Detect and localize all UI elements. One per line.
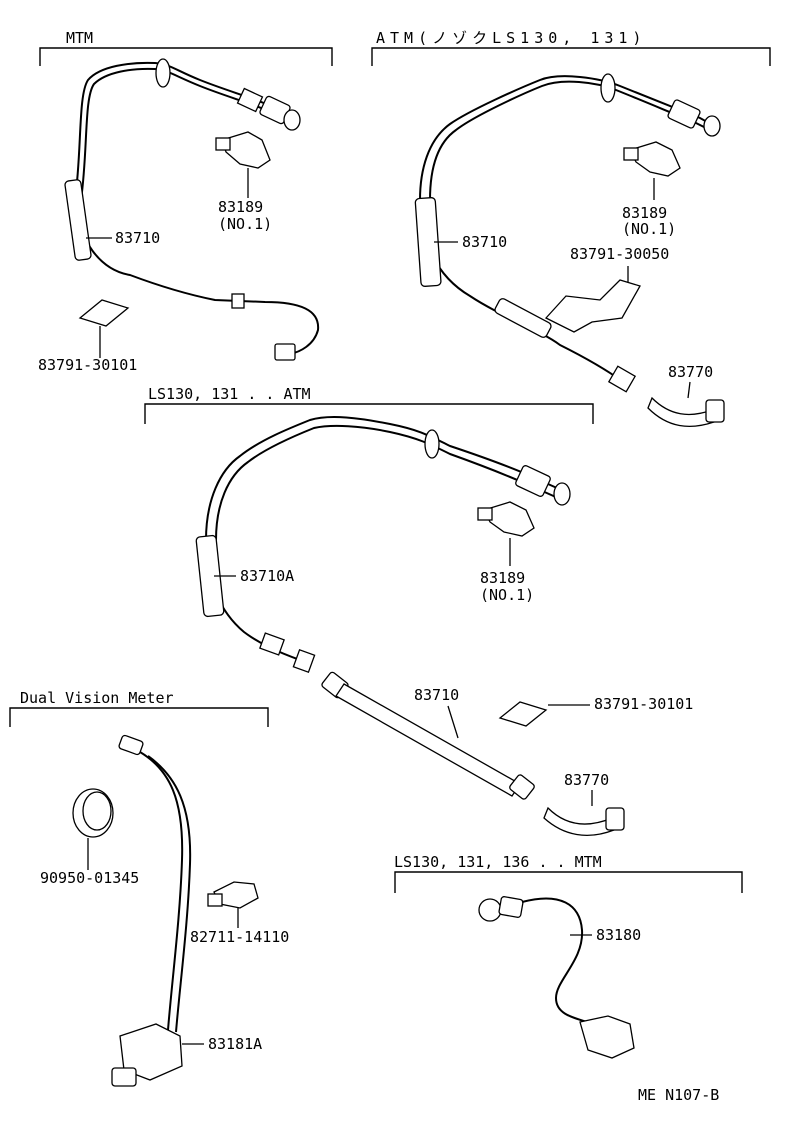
ls130-straight-cable-83710 <box>321 671 535 800</box>
label-83189-no1-ls130-atm: (NO.1) <box>480 586 534 604</box>
ls130-atm-speedometer-cable <box>195 416 571 674</box>
label-83189-no1-mtm: (NO.1) <box>218 215 272 233</box>
label-83189-no1-atm: (NO.1) <box>622 220 676 238</box>
section-title-dual-vision-meter: Dual Vision Meter <box>20 689 174 707</box>
ls130-angle-drive-83770 <box>543 806 625 836</box>
atm-cable-clamp-83189 <box>623 141 681 177</box>
diagram-code: ME N107-B <box>638 1086 719 1104</box>
mtm-speedometer-cable <box>64 58 320 361</box>
label-90950-01345: 90950-01345 <box>40 869 139 887</box>
label-83770-atm: 83770 <box>668 363 713 381</box>
dual-vision-bracket <box>9 707 269 727</box>
atm-bracket-83791-30050 <box>544 279 641 333</box>
ls136-mtm-speed-sensor-83180 <box>478 896 635 1059</box>
dual-vision-hole-plug-90950-01345 <box>72 788 114 838</box>
label-83791-30050: 83791-30050 <box>570 245 669 263</box>
label-83710-mtm: 83710 <box>115 229 160 247</box>
dual-vision-clip-82711-14110 <box>207 881 259 909</box>
ls136-mtm-bracket <box>394 871 743 893</box>
label-83791-30101-mtm: 83791-30101 <box>38 356 137 374</box>
atm-angle-drive-83770 <box>647 396 725 428</box>
mtm-cable-clip-83791-30101 <box>78 299 130 327</box>
label-83710-atm: 83710 <box>462 233 507 251</box>
mtm-cable-clamp-83189 <box>215 131 271 169</box>
dual-vision-cable-83181A <box>111 734 192 1087</box>
label-83180: 83180 <box>596 926 641 944</box>
section-title-ls130-atm: LS130, 131 . . ATM <box>148 385 311 403</box>
section-title-ls136-mtm: LS130, 131, 136 . . MTM <box>394 853 602 871</box>
label-83181A: 83181A <box>208 1035 262 1053</box>
label-83710A: 83710A <box>240 567 294 585</box>
section-title-mtm: MTM <box>66 29 93 47</box>
mtm-bracket <box>39 47 333 66</box>
label-83770-ls130: 83770 <box>564 771 609 789</box>
ls130-cable-clip-83791-30101 <box>498 701 548 727</box>
label-83791-30101-ls130: 83791-30101 <box>594 695 693 713</box>
ls130-atm-cable-clamp-83189 <box>477 501 535 537</box>
label-83710-straight: 83710 <box>414 686 459 704</box>
atm-speedometer-cable <box>414 73 721 393</box>
label-83189-atm: 83189 <box>622 204 667 222</box>
section-title-atm: ATM(ノゾクLS130, 131) <box>376 29 646 47</box>
atm-bracket <box>371 47 771 66</box>
ls130-atm-bracket <box>144 403 594 424</box>
label-83189-mtm: 83189 <box>218 198 263 216</box>
label-83189-ls130-atm: 83189 <box>480 569 525 587</box>
label-82711-14110: 82711-14110 <box>190 928 289 946</box>
